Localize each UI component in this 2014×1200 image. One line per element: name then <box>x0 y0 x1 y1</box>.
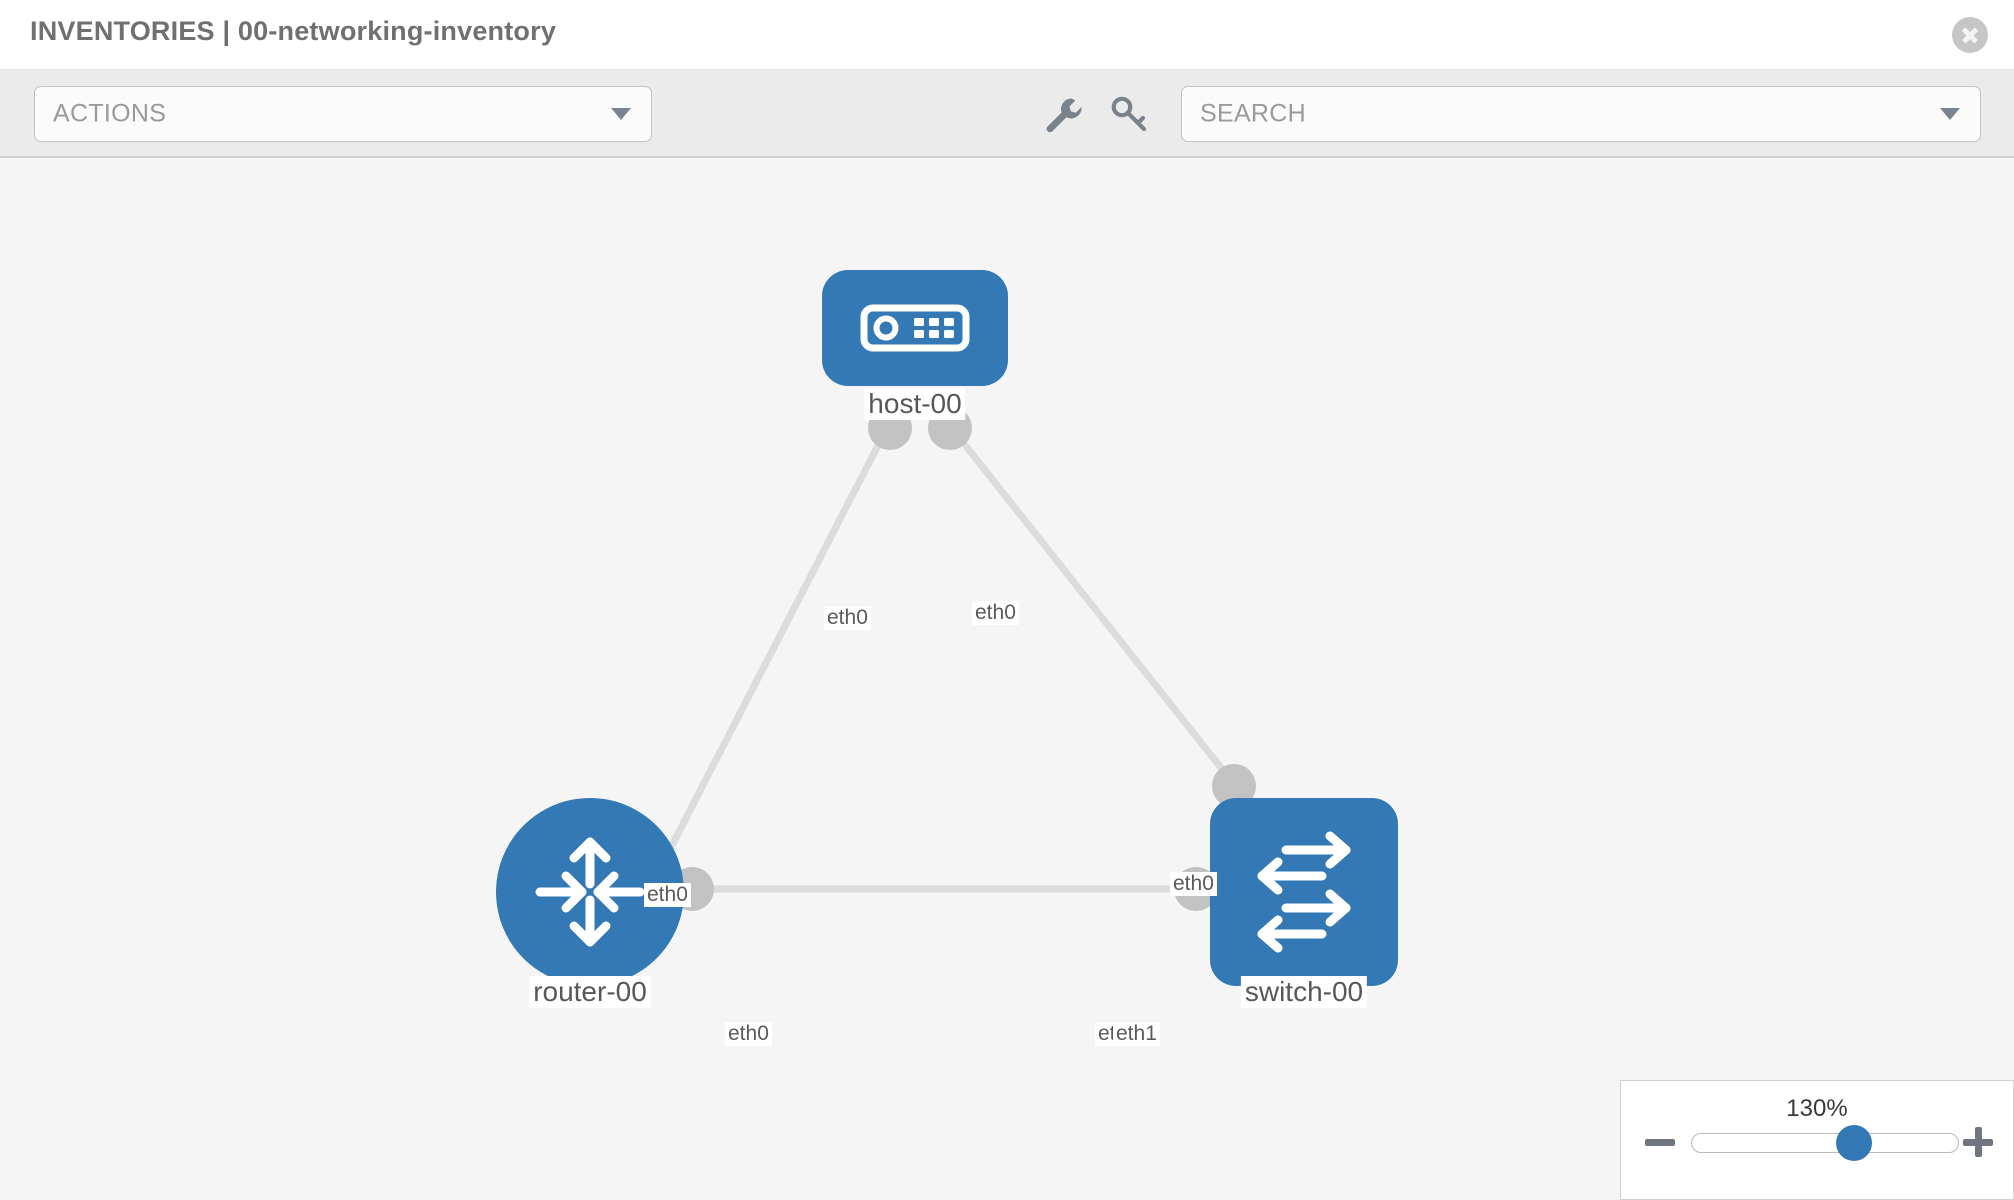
zoom-percent-label: 130% <box>1786 1095 1848 1122</box>
plus-icon[interactable] <box>1961 1125 1995 1159</box>
server-icon <box>822 270 1008 386</box>
port-label-host-right: eth0 <box>972 601 1019 625</box>
topology-canvas[interactable]: host-00 eth0 eth0 <box>0 158 2014 1200</box>
chevron-down-icon <box>611 108 631 120</box>
actions-dropdown-label: ACTIONS <box>53 99 167 128</box>
port-label-host-left: eth0 <box>824 606 871 630</box>
zoom-slider-thumb[interactable] <box>1836 1125 1872 1161</box>
node-label-host-00: host-00 <box>864 388 966 420</box>
node-label-router-00: router-00 <box>529 976 651 1008</box>
port-nub <box>1212 764 1256 808</box>
search-input[interactable]: SEARCH <box>1181 86 1981 142</box>
wrench-icon[interactable] <box>1040 92 1084 136</box>
port-label-router-up: eth0 <box>644 883 691 907</box>
minus-icon[interactable] <box>1643 1125 1677 1159</box>
key-icon[interactable] <box>1107 92 1151 136</box>
port-label-router-right: eth0 <box>725 1022 772 1046</box>
close-icon[interactable] <box>1952 17 1988 53</box>
port-label-switch-up: eth0 <box>1170 872 1217 896</box>
port-label-switch-left: eth1 <box>1113 1022 1160 1046</box>
zoom-control-panel: 130% <box>1620 1080 2014 1200</box>
search-placeholder: SEARCH <box>1200 99 1306 128</box>
switch-icon <box>1210 798 1398 986</box>
node-label-switch-00: switch-00 <box>1240 976 1368 1008</box>
page-title: INVENTORIES | 00-networking-inventory <box>30 16 557 46</box>
node-host-00[interactable]: host-00 <box>822 270 1008 420</box>
chevron-down-icon <box>1940 108 1960 120</box>
toolbar: ACTIONS SEARCH <box>0 70 2014 158</box>
node-switch-00[interactable]: switch-00 <box>1210 798 1398 1008</box>
page-header: INVENTORIES | 00-networking-inventory <box>0 0 2014 70</box>
actions-dropdown[interactable]: ACTIONS <box>34 86 652 142</box>
zoom-slider[interactable] <box>1691 1125 1959 1161</box>
